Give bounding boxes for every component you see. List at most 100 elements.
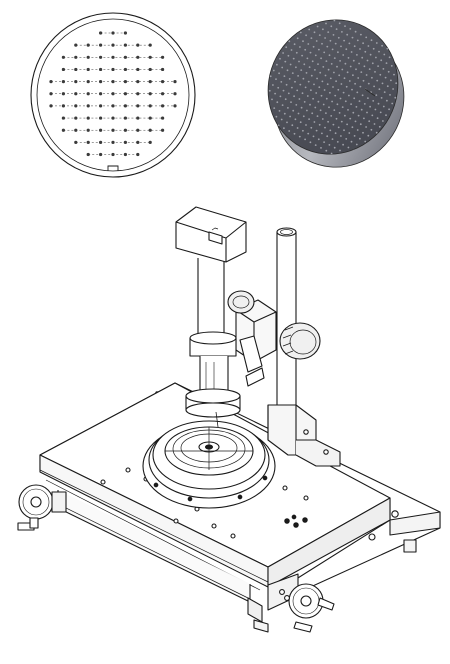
disc-hole (364, 140, 367, 143)
disc-hole (379, 73, 382, 76)
disc-hole (300, 17, 303, 19)
disc-hole (343, 39, 345, 42)
disc-hole (309, 141, 312, 144)
disc-hole (330, 152, 333, 155)
wafer-hole (49, 80, 53, 84)
disc-hole (356, 54, 358, 56)
wafer-hole (86, 128, 90, 132)
disc-hole (297, 112, 300, 115)
disc-hole (297, 75, 299, 77)
disc-hole (278, 72, 280, 75)
disc-hole (399, 62, 402, 64)
disc-hole (286, 69, 289, 72)
disc-hole (313, 83, 315, 86)
wafer-hole (148, 140, 152, 144)
disc-hole (338, 112, 341, 114)
disc-hole (297, 23, 300, 25)
disc-hole (321, 80, 324, 83)
disc-hole (337, 51, 339, 54)
disc-hole (341, 31, 343, 33)
disc-hole (391, 50, 394, 53)
disc-hole (339, 60, 341, 62)
disc-hole (313, 121, 316, 123)
disc-hole (271, 98, 273, 101)
disc-hole (341, 106, 344, 108)
disc-hole-grid (251, 5, 415, 169)
disc-hole (287, 92, 290, 95)
disc-hole (320, 57, 322, 60)
disc-hole (283, 127, 285, 130)
disc-hole (375, 56, 377, 59)
disc-hole (296, 127, 299, 129)
wafer-hole (99, 43, 103, 47)
disc-hole (327, 68, 330, 71)
disc-hole (310, 126, 313, 129)
wafer-hole (86, 55, 90, 59)
disc-hole (316, 115, 319, 117)
wafer-hole (86, 140, 90, 144)
disc-hole (335, 80, 337, 83)
wafer-hole (61, 104, 65, 108)
wafer-hole (161, 80, 165, 84)
disc-hole (279, 57, 281, 60)
column-post (267, 227, 341, 467)
disc-hole (334, 132, 337, 135)
disc-hole (300, 69, 303, 71)
disc-hole (312, 45, 315, 48)
disc-hole (269, 75, 272, 78)
disc-hole (375, 42, 378, 44)
disc-hole (385, 62, 388, 64)
wafer-hole (173, 80, 177, 84)
disc-hole (360, 71, 363, 73)
disc-hole (350, 140, 353, 143)
disc-hole (406, 73, 409, 76)
disc-hole (329, 91, 331, 94)
disc-hole (294, 118, 297, 121)
wafer-hole (161, 67, 165, 72)
disc-hole (348, 80, 351, 82)
disc-hole (343, 129, 345, 132)
wafer-hole (173, 104, 177, 108)
disc-hole (322, 28, 324, 31)
disc-hole (344, 114, 346, 117)
wafer-hole (123, 104, 127, 108)
disc-hole (290, 49, 293, 51)
disc-hole (360, 108, 363, 111)
disc-hole (389, 94, 391, 96)
disc-hole (256, 113, 259, 115)
disc-hole (328, 144, 331, 146)
disc-hole (308, 66, 311, 68)
disc-hole (368, 68, 371, 70)
disc-hole (295, 66, 297, 69)
disc-hole (370, 128, 373, 131)
front-foot (253, 619, 269, 633)
disc-hole (370, 39, 373, 42)
disc-hole (267, 118, 269, 121)
disc-hole (352, 74, 354, 77)
wafer-hole (74, 43, 78, 47)
disc-hole (302, 115, 305, 118)
disc-hole (325, 60, 328, 62)
disc-hole (282, 52, 284, 54)
disc-hole (285, 83, 288, 86)
wafer-hole (148, 104, 152, 108)
disc-hole (371, 76, 373, 79)
wafer-hole (74, 55, 78, 59)
disc-hole (262, 101, 265, 104)
disc-hole (315, 129, 318, 132)
disc-hole (310, 74, 313, 77)
disc-hole (261, 116, 264, 118)
disc-hole (272, 121, 275, 124)
wafer-hole (111, 116, 115, 120)
disc-hole (353, 135, 356, 137)
wafer-hole (99, 67, 103, 72)
wafer-hole (111, 67, 115, 72)
wafer-hole (111, 104, 115, 108)
disc-hole (365, 74, 368, 76)
disc-hole (381, 44, 383, 47)
disc-hole (388, 108, 390, 111)
disc-hole (356, 129, 359, 131)
disc-hole (350, 51, 353, 53)
disc-hole (366, 111, 368, 114)
disc-hole (308, 118, 310, 120)
